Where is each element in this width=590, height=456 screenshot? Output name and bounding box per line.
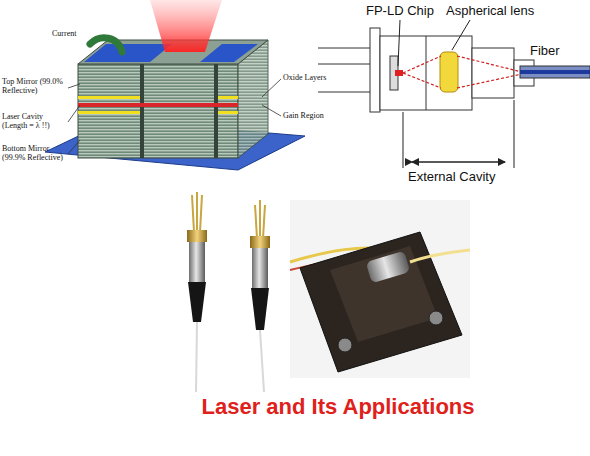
leader-line [452,20,470,50]
leader-line [68,140,80,154]
part-label: Bottom Mirror (99.9% Reflective) [2,145,68,163]
window [426,36,427,110]
screw [338,338,352,352]
bracket [514,100,515,168]
pin [318,92,372,93]
pin [255,205,257,238]
cap [380,36,472,110]
ray [403,73,441,88]
header [370,28,380,112]
pin [318,48,372,49]
fiber [196,322,197,392]
part-label: Aspherical lens [446,4,534,18]
to-can-photo [187,192,270,392]
trench [140,64,144,158]
fiber [260,330,264,392]
leader-line [398,20,400,66]
laser-chip [395,70,403,76]
header [250,236,270,248]
part-label: Current [52,30,92,39]
screw [429,311,443,325]
ray [457,74,522,88]
light-path [403,56,522,88]
pin [318,64,372,65]
trench [214,64,218,158]
housing [300,232,462,372]
title: Laser and Its Applications [201,394,474,420]
part-label: Top Mirror (99.0% Reflective) [2,78,68,96]
cylinder [366,251,411,284]
dimension-arrow [412,161,505,162]
dimension-label: External Cavity [408,170,495,184]
boot [251,288,269,330]
barrel [472,48,514,98]
leader-line [262,105,281,116]
aspherical-lens [440,52,458,92]
pin [259,200,261,238]
ray [403,56,441,73]
bracket [403,112,404,168]
fiber [520,66,590,78]
leader-line [262,79,281,97]
ray [457,56,522,72]
part-label: Fiber [530,44,560,58]
laser-beam [150,0,222,52]
body [252,248,268,288]
pin [200,195,202,232]
mirror-stack [78,64,238,158]
vcsel-structure [45,0,305,170]
leader-line [68,105,80,122]
part-label: FP-LD Chip [366,4,434,18]
gain-region [78,103,238,107]
part-label: Oxide Layers [283,74,353,83]
oxide-layer [78,111,140,114]
photo-ground [290,200,470,378]
part-label: Laser Cavity (Length = λ !!) [2,113,68,131]
fp-ld-module [318,28,534,112]
pin [196,192,198,232]
top-contact [200,44,258,62]
current-wire [90,38,122,52]
housing-top [330,246,438,342]
leader-line [68,84,80,88]
oxide-layer [218,111,238,114]
module-photo [290,200,470,378]
fiber-core [520,70,590,74]
fiber [410,250,470,262]
oxide-layer [78,96,140,99]
top-contact [84,44,172,62]
oxide-layer [218,96,238,99]
body [189,242,205,282]
pin [263,205,265,238]
boot [188,282,206,322]
part-label: Gain Region [283,112,353,121]
header [187,230,207,242]
dimension-arrow [412,161,505,162]
pin [192,195,194,232]
